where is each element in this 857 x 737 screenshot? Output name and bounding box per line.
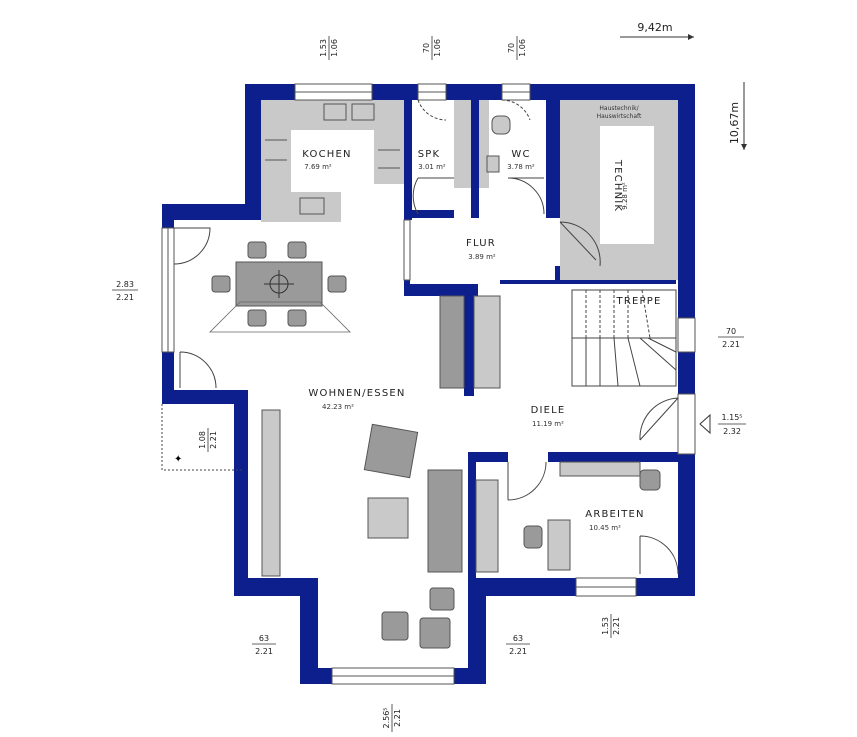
- room-arbeiten-area: 10.45 m²: [589, 524, 621, 532]
- dim-right-entry-bottom: 2.32: [723, 427, 741, 436]
- room-arbeiten-name: ARBEITEN: [585, 509, 644, 520]
- room-technik-area: 9.28 m²: [621, 182, 629, 210]
- dim-bottom-left-bottom: 2.21: [255, 647, 273, 656]
- dim-right-entry-top: 1.15⁵: [721, 413, 742, 422]
- dim-left-dining-bottom: 2.21: [116, 293, 134, 302]
- dim-bottom-bay-top: 2.56⁵: [382, 707, 391, 728]
- overall-width-dimension: 9,42m: [620, 21, 694, 40]
- window-sills: [167, 91, 636, 677]
- dim-top-kitchen: 1.53 1.06: [319, 36, 339, 60]
- room-wc-name: WC: [511, 149, 530, 160]
- dining-centerpiece: [264, 270, 294, 298]
- room-hauswirtschaft-line2: Hauswirtschaft: [597, 113, 642, 120]
- dim-bottom-left: 63 2.21: [252, 634, 276, 656]
- overall-depth-dimension: 10,67m: [728, 82, 747, 150]
- dim-left-dining: 2.83 2.21: [112, 280, 138, 302]
- overall-depth-label: 10,67m: [728, 102, 741, 144]
- dim-top-spk-top: 70: [422, 43, 431, 53]
- dim-bottom-office-bottom: 2.21: [612, 617, 621, 635]
- doors: [173, 99, 679, 575]
- room-technik-name: TECHNIK: [612, 159, 623, 212]
- dim-bottom-office: 1.53 2.21: [601, 614, 621, 638]
- overall-width-label: 9,42m: [637, 21, 672, 34]
- dim-top-wc-bottom: 1.06: [518, 39, 527, 57]
- dim-top-kitchen-bottom: 1.06: [330, 39, 339, 57]
- room-hauswirtschaft-line1: Haustechnik/: [599, 105, 639, 112]
- dim-left-door-bottom: 2.21: [209, 431, 218, 449]
- dim-right-stair-bottom: 2.21: [722, 340, 740, 349]
- room-treppe-name: TREPPE: [616, 296, 662, 307]
- dim-right-entry: 1.15⁵ 2.32: [699, 413, 746, 436]
- dim-right-stair: 70 2.21: [718, 327, 744, 349]
- dim-bottom-right-top: 63: [513, 634, 523, 643]
- dim-left-door: 1.08 2.21: [198, 428, 218, 452]
- stairs: [571, 289, 677, 387]
- room-diele-name: DIELE: [531, 405, 566, 416]
- room-wohnen-area: 42.23 m²: [322, 403, 354, 411]
- dim-bottom-office-top: 1.53: [601, 617, 610, 635]
- room-kochen-area: 7.69 m²: [304, 163, 332, 171]
- dim-bottom-bay: 2.56⁵ 2.21: [382, 704, 402, 732]
- dim-top-wc-top: 70: [507, 43, 516, 53]
- room-wc-area: 3.78 m²: [507, 163, 535, 171]
- dim-top-wc: 70 1.06: [507, 36, 527, 60]
- dim-bottom-right: 63 2.21: [506, 634, 530, 656]
- dim-top-spk-bottom: 1.06: [433, 39, 442, 57]
- room-wohnen-name: WOHNEN/ESSEN: [308, 388, 405, 399]
- room-diele-area: 11.19 m²: [532, 420, 564, 428]
- dim-top-kitchen-top: 1.53: [319, 39, 328, 57]
- kitchen-details: [265, 103, 400, 215]
- dim-top-spk: 70 1.06: [422, 36, 442, 60]
- entry-arrow-icon: [699, 413, 711, 435]
- room-spk-area: 3.01 m²: [418, 163, 446, 171]
- room-flur-name: FLUR: [466, 238, 496, 249]
- technik-inner: [600, 126, 654, 244]
- room-spk-name: SPK: [418, 149, 441, 160]
- compass-icon: ✦: [174, 454, 182, 465]
- dim-bottom-right-bottom: 2.21: [509, 647, 527, 656]
- walls: [162, 84, 695, 684]
- dining-rug: [209, 301, 351, 333]
- dim-left-door-top: 1.08: [198, 431, 207, 449]
- room-flur-area: 3.89 m²: [468, 253, 496, 261]
- dim-left-dining-top: 2.83: [116, 280, 134, 289]
- room-kochen-name: KOCHEN: [302, 149, 351, 160]
- terrace-outline: [161, 404, 244, 471]
- dim-right-stair-top: 70: [726, 327, 736, 336]
- dim-bottom-bay-bottom: 2.21: [393, 709, 402, 727]
- dim-bottom-left-top: 63: [259, 634, 269, 643]
